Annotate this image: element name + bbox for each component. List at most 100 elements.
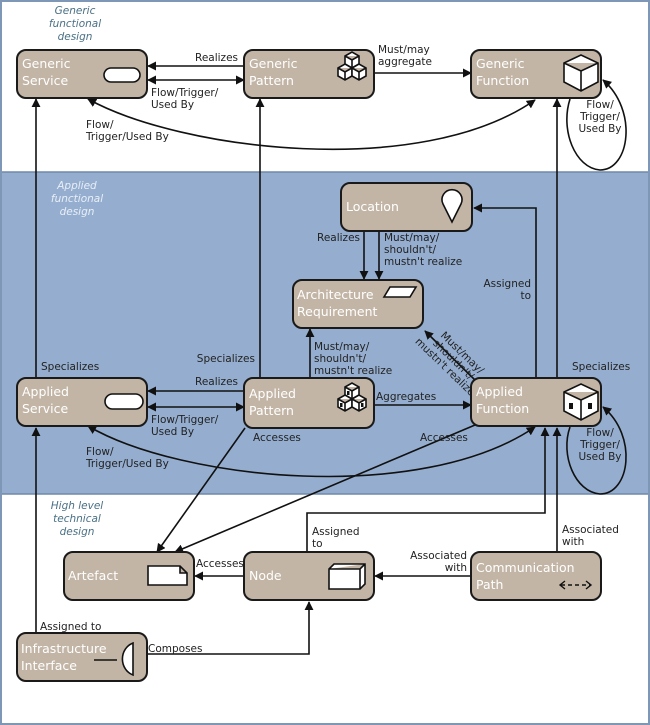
zone-label-technical: High level technical design xyxy=(51,500,104,538)
node-box xyxy=(16,49,148,99)
node-box xyxy=(63,551,195,601)
zone-label-line: functional xyxy=(49,18,101,30)
box-3d-icon xyxy=(328,563,366,590)
edge-label: Trigger/ xyxy=(579,439,620,451)
edge-accesses[interactable] xyxy=(174,424,476,553)
node-box xyxy=(243,377,375,429)
node-generic-service[interactable]: Generic Service xyxy=(16,49,148,99)
edge-accesses[interactable] xyxy=(156,427,246,553)
node-title: Architecture xyxy=(297,287,374,302)
node-box xyxy=(16,632,148,682)
edge-must-realize[interactable] xyxy=(424,330,476,381)
edge-label: Flow/ xyxy=(86,446,114,458)
edge-self-flow[interactable] xyxy=(566,406,627,495)
edge-label: Must/may/ xyxy=(384,232,440,244)
zone-label-line: High level xyxy=(51,500,104,512)
edge-label: Aggregates xyxy=(376,391,436,403)
edge-label: to xyxy=(520,290,531,302)
node-title: Generic xyxy=(476,56,525,71)
edge-label: Must/may/ xyxy=(314,341,370,353)
node-box xyxy=(340,182,473,232)
zone-applied-band xyxy=(0,172,650,494)
node-title: Node xyxy=(249,568,282,583)
edge-label: Flow/Trigger/ xyxy=(151,87,219,99)
edge-label: Realizes xyxy=(195,376,238,388)
edge-composes[interactable] xyxy=(147,601,314,655)
node-artefact[interactable]: Artefact xyxy=(63,551,195,601)
node-generic-pattern[interactable]: Generic Pattern xyxy=(243,49,375,99)
dotted-cube-icon xyxy=(563,383,599,421)
edge-label: Accesses xyxy=(196,558,244,570)
edge-self-flow[interactable] xyxy=(566,79,627,171)
node-location[interactable]: Location xyxy=(340,182,473,232)
node-title: Location xyxy=(346,199,399,214)
edge-label: Flow/ xyxy=(586,99,614,111)
edge-label: Accesses xyxy=(420,432,468,444)
node-title: Generic xyxy=(249,56,298,71)
edge-label: Assigned xyxy=(484,278,532,290)
edge-label: Must/may xyxy=(378,44,430,56)
node-box xyxy=(16,377,148,427)
cube-icon xyxy=(563,54,599,92)
node-node[interactable]: Node xyxy=(243,551,375,601)
zone-label-line: Generic xyxy=(55,5,96,17)
edge-label: Assigned xyxy=(312,526,360,538)
map-pin-icon xyxy=(441,188,463,224)
node-box xyxy=(243,49,375,99)
edge-label: Trigger/ xyxy=(579,111,620,123)
edge-label: Flow/ xyxy=(586,427,614,439)
node-title: Pattern xyxy=(249,403,294,418)
edge-label: Accesses xyxy=(253,432,301,444)
edge-label: mustn't realize xyxy=(384,256,462,268)
edge-label: Realizes xyxy=(195,52,238,64)
node-title: Artefact xyxy=(68,568,118,583)
edge-label: Specializes xyxy=(41,361,99,373)
edge-flow-curve[interactable] xyxy=(87,425,536,478)
parallelogram-icon xyxy=(382,286,418,298)
edge-label: with xyxy=(445,562,467,574)
node-generic-function[interactable]: Generic Function xyxy=(470,49,602,99)
edge-label: Used By xyxy=(151,426,194,438)
edge-flow-curve[interactable] xyxy=(87,98,536,151)
edge-label: with xyxy=(562,536,584,548)
edge-assigned-to[interactable] xyxy=(473,203,537,378)
service-pill-icon xyxy=(104,393,144,410)
node-architecture-requirement[interactable]: Architecture Requirement xyxy=(292,279,424,329)
node-box xyxy=(470,551,602,601)
edge-label: Flow/Trigger/ xyxy=(151,414,219,426)
zone-label-generic: Generic functional design xyxy=(49,5,101,43)
node-communication-path[interactable]: Communication Path xyxy=(470,551,602,601)
edge-label: Used By xyxy=(578,451,621,463)
edge-label: shouldn't/ xyxy=(384,244,436,256)
dashed-double-arrow-icon xyxy=(558,580,593,590)
edge-label: Flow/ xyxy=(86,119,114,131)
zone-label-line: design xyxy=(60,526,95,538)
edge-label: Used By xyxy=(151,99,194,111)
edge-label: Specializes xyxy=(572,361,630,373)
edge-label: Trigger/Used By xyxy=(85,131,169,143)
edges xyxy=(31,61,627,655)
node-title: Generic xyxy=(22,56,71,71)
zone-label-applied: Applied functional design xyxy=(51,180,103,218)
node-title: Requirement xyxy=(297,304,377,319)
node-title: Function xyxy=(476,73,529,88)
node-title: Service xyxy=(22,73,69,88)
edge-label: mustn't realize xyxy=(314,365,392,377)
node-applied-pattern[interactable]: Applied Pattern xyxy=(243,377,375,429)
edge-label: Composes xyxy=(148,643,202,655)
edge-labels: Realizes Flow/Trigger/ Used By Must/may … xyxy=(40,44,630,655)
zone-label-line: functional xyxy=(51,193,103,205)
edge-label: Specializes xyxy=(197,353,255,365)
zone-label-line: Applied xyxy=(56,180,97,192)
node-applied-service[interactable]: Applied Service xyxy=(16,377,148,427)
node-title: Interface xyxy=(21,658,77,673)
node-title: Communication xyxy=(476,560,575,575)
node-infrastructure-interface[interactable]: Infrastructure Interface xyxy=(16,632,148,682)
node-title: Function xyxy=(476,401,529,416)
node-applied-function[interactable]: Applied Function xyxy=(470,377,602,427)
document-icon xyxy=(147,565,188,586)
zone-label-line: design xyxy=(60,206,95,218)
edge-assigned-to[interactable] xyxy=(306,427,550,552)
